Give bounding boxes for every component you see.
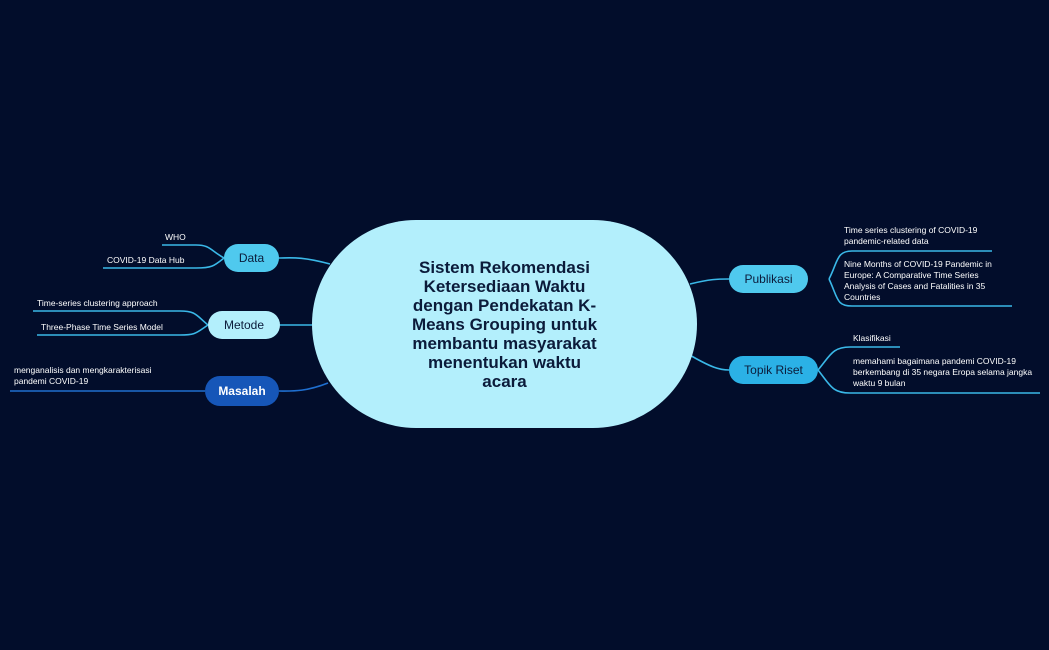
leaf-data-hub[interactable]: COVID-19 Data Hub [107,255,185,265]
leaf-topik-1[interactable]: Klasifikasi [853,333,891,343]
branch-masalah-label: Masalah [218,384,266,398]
connector-topik-2 [817,369,1040,394]
connector-metode-2 [37,324,209,336]
connector-central-topik [687,353,730,371]
connector-central-masalah [278,382,329,392]
branch-publikasi-label: Publikasi [744,272,793,286]
connector-publikasi-2 [828,278,1012,307]
branch-topik-riset-label: Topik Riset [744,363,803,377]
leaf-publikasi-1[interactable]: Time series clustering of COVID-19 pande… [844,225,978,246]
connector-data-hub [103,257,225,269]
connector-central-publikasi [689,278,730,285]
branch-masalah[interactable]: Masalah [205,376,279,406]
branch-metode[interactable]: Metode [208,311,280,339]
branch-topik-riset[interactable]: Topik Riset [729,356,818,384]
connector-topik-1 [817,346,900,371]
leaf-data-who[interactable]: WHO [165,232,186,242]
branch-metode-label: Metode [223,318,265,332]
leaf-topik-2[interactable]: memahami bagaimana pandemi COVID-19 berk… [853,356,1033,388]
connector-central-data [277,256,331,265]
leaf-metode-1[interactable]: Time-series clustering approach [37,298,158,308]
leaf-publikasi-2[interactable]: Nine Months of COVID-19 Pandemic in Euro… [844,259,992,302]
central-topic[interactable]: Sistem Rekomendasi Ketersediaan Waktu de… [312,220,697,428]
connector-metode-1 [33,310,209,326]
connector-publikasi-1 [828,250,992,280]
branch-publikasi[interactable]: Publikasi [729,265,808,293]
leaf-masalah-1[interactable]: menganalisis dan mengkarakterisasi pande… [14,365,152,386]
central-topic-text: Sistem Rekomendasi Ketersediaan Waktu de… [411,257,598,391]
connector-data-who [162,244,225,259]
leaf-metode-2[interactable]: Three-Phase Time Series Model [41,322,163,332]
branch-data[interactable]: Data [224,244,279,272]
branch-data-label: Data [238,251,265,265]
